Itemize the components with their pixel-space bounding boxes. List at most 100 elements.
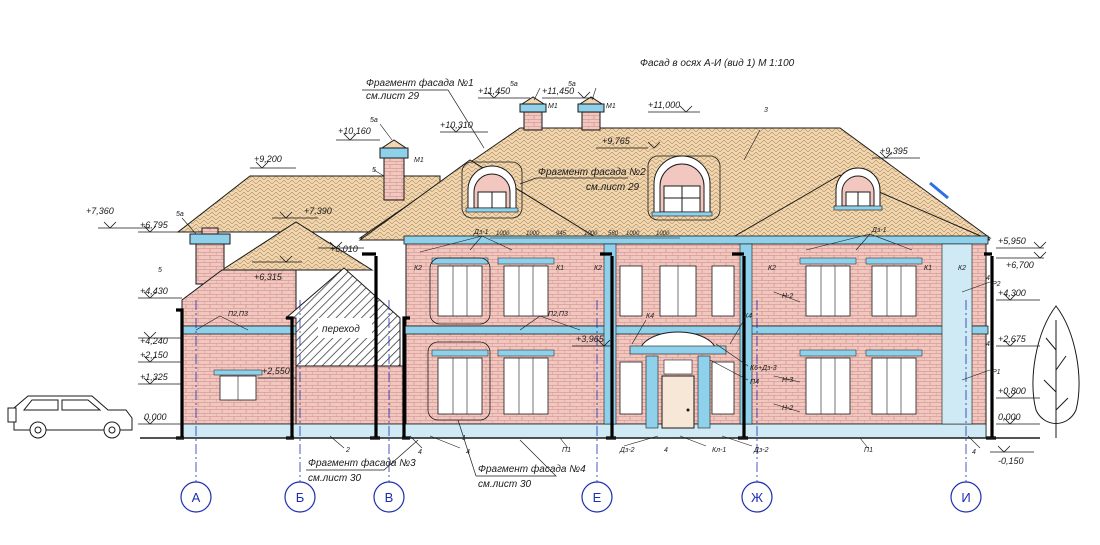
- svg-text:Кл-1: Кл-1: [712, 447, 726, 454]
- svg-text:+7,390: +7,390: [304, 206, 332, 216]
- axis-label-1: А: [192, 490, 201, 505]
- entrance-portal: [629, 331, 727, 429]
- svg-text:945: 945: [556, 231, 567, 237]
- dormer-left: [465, 165, 519, 213]
- left-wing-roof: [176, 175, 441, 233]
- fragment-3-title: Фрагмент фасада №3: [308, 457, 416, 469]
- svg-text:1000: 1000: [626, 231, 640, 237]
- svg-text:+9,395: +9,395: [880, 146, 909, 156]
- svg-text:4: 4: [664, 447, 668, 454]
- fragment-frame-4: [427, 341, 491, 421]
- svg-text:1000: 1000: [496, 231, 510, 237]
- axis-label-2: Б: [296, 490, 305, 505]
- svg-text:0,000: 0,000: [144, 412, 167, 422]
- pilaster-zh: [739, 243, 753, 425]
- svg-text:К4: К4: [646, 313, 654, 320]
- axis-bubble-5: [741, 481, 773, 513]
- svg-text:Н-2: Н-2: [782, 293, 793, 300]
- passage-block: [284, 267, 401, 367]
- axis-label-3: В: [385, 490, 394, 505]
- svg-text:+10,160: +10,160: [338, 126, 371, 136]
- left-wing-belt: [181, 325, 297, 335]
- svg-text:5а: 5а: [370, 117, 378, 124]
- fragment-2-ref: см.лист 29: [586, 182, 640, 193]
- plinth: [181, 423, 987, 439]
- svg-text:+4,300: +4,300: [998, 288, 1026, 298]
- chimney-m1-right: [577, 96, 605, 131]
- drawing-title: Фасад в осях А-И (вид 1) М 1:100: [640, 58, 795, 69]
- level-labels: +7,360 +6,795 +4,430 +4,240 +2,150 +1,32…: [86, 86, 1034, 466]
- svg-text:Дз-1: Дз-1: [871, 227, 887, 234]
- svg-text:П1: П1: [864, 447, 873, 454]
- svg-text:+9,765: +9,765: [602, 136, 631, 146]
- fragment-3-ref: см.лист 30: [308, 473, 362, 484]
- svg-text:+6,795: +6,795: [140, 220, 169, 230]
- svg-text:+2,550: +2,550: [262, 366, 290, 376]
- dormer-right: [833, 167, 883, 211]
- axis-bubble-3: [373, 481, 405, 513]
- svg-text:5а: 5а: [176, 211, 184, 218]
- axis-label-4: Е: [593, 490, 602, 505]
- svg-text:5: 5: [372, 167, 376, 174]
- corner-quoins: [941, 243, 973, 425]
- windows-lower: [219, 357, 917, 415]
- fragment-frame-2: [461, 161, 523, 219]
- axis-bubble-1: [180, 481, 212, 513]
- fragment-1-title: Фрагмент фасада №1: [366, 77, 474, 89]
- svg-text:580: 580: [608, 231, 619, 237]
- axis-bubble-2: [284, 481, 316, 513]
- chimney-m1-left: [379, 139, 409, 201]
- belt-course: [403, 325, 989, 335]
- svg-text:+1,325: +1,325: [140, 372, 169, 382]
- svg-text:+6,010: +6,010: [330, 244, 358, 254]
- svg-text:+7,360: +7,360: [86, 206, 114, 216]
- svg-text:П2,П3: П2,П3: [228, 311, 248, 318]
- axis-label-5: Ж: [751, 490, 763, 505]
- svg-text:Р1: Р1: [992, 369, 1001, 376]
- svg-text:+9,200: +9,200: [254, 154, 282, 164]
- fragment-frame-1: [429, 257, 491, 325]
- svg-text:К2: К2: [594, 265, 602, 272]
- window-mullions: [237, 266, 902, 414]
- axis-bubble-6: [950, 481, 982, 513]
- svg-text:+4,430: +4,430: [140, 286, 168, 296]
- svg-text:М1: М1: [606, 103, 616, 110]
- svg-text:1000: 1000: [584, 231, 598, 237]
- svg-text:К2: К2: [768, 265, 776, 272]
- svg-text:Р2: Р2: [992, 281, 1001, 288]
- fragment-texts: Фрагмент фасада №1 см.лист 29 Фрагмент ф…: [308, 77, 646, 490]
- svg-text:К1: К1: [924, 265, 932, 272]
- windows-upper: [437, 265, 917, 317]
- svg-text:Н-3: Н-3: [782, 377, 793, 384]
- passage-label: переход: [322, 324, 360, 335]
- svg-text:5а: 5а: [568, 81, 576, 88]
- mark-labels: 5а М1 5а М1 5а М1 5а 5 5 3 Дз-1 Дз-1 К2 …: [158, 81, 1001, 456]
- svg-text:4: 4: [466, 449, 470, 456]
- dimension-chain: 1000 1000 945 1000 580 1000 1000: [490, 231, 680, 239]
- svg-text:1000: 1000: [526, 231, 540, 237]
- svg-text:4: 4: [986, 341, 990, 348]
- fragment-4-ref: см.лист 30: [478, 479, 532, 490]
- svg-text:М1: М1: [414, 157, 424, 164]
- upper-cornice: [403, 235, 989, 245]
- svg-text:+10,310: +10,310: [440, 120, 473, 130]
- fragment-frame-2b: [647, 155, 721, 221]
- axis-bubble-4: [581, 481, 613, 513]
- svg-text:Н-2: Н-2: [782, 405, 793, 412]
- mark-leaders: [181, 87, 991, 449]
- dormer-center: [651, 155, 713, 217]
- fragment-1-ref: см.лист 29: [366, 91, 420, 102]
- level-marks: [98, 91, 1047, 453]
- svg-text:+6,700: +6,700: [1006, 260, 1034, 270]
- svg-text:4: 4: [972, 449, 976, 456]
- fragment-callouts: [306, 89, 628, 477]
- fragment-2-title: Фрагмент фасада №2: [538, 166, 646, 178]
- svg-text:К6+Дз-3: К6+Дз-3: [750, 365, 777, 372]
- svg-text:4: 4: [418, 449, 422, 456]
- svg-text:+5,950: +5,950: [998, 236, 1026, 246]
- svg-text:+11,450: +11,450: [478, 86, 510, 96]
- svg-text:+2,150: +2,150: [140, 350, 168, 360]
- svg-text:М1: М1: [548, 103, 558, 110]
- svg-text:5а: 5а: [510, 81, 518, 88]
